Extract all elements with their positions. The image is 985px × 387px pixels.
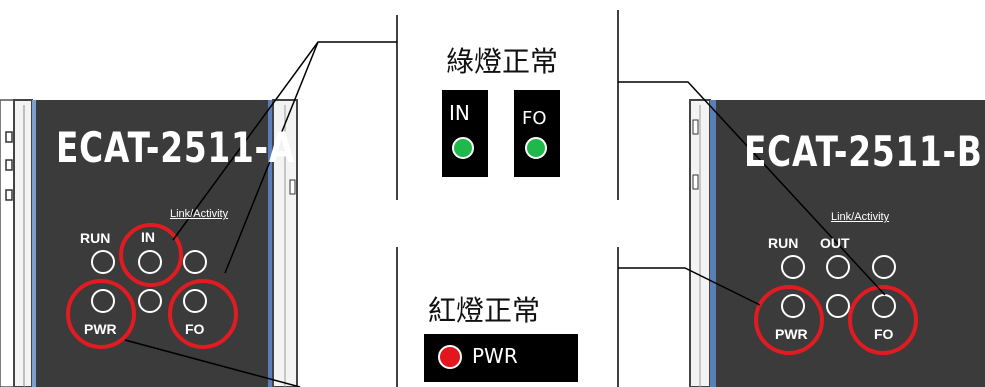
leader-b-pwr [618, 267, 761, 306]
module-a-title: ECAT-2511-A [56, 123, 296, 172]
module-b-led-5 [826, 294, 850, 318]
module-b-led-3 [872, 255, 896, 279]
leader-lines [124, 41, 886, 387]
module-a-in-label: IN [141, 229, 155, 245]
module-a-clip-3 [5, 189, 13, 201]
module-a-pwr-label: PWR [84, 321, 117, 337]
module-b-pwr-label: PWR [775, 326, 808, 342]
module-a-rail [13, 99, 33, 387]
module-b-edge-left [710, 100, 716, 387]
legend-green-fo-label: FO [522, 108, 547, 129]
leader-a-fo [224, 41, 319, 274]
module-a-led-fo [183, 289, 207, 313]
module-a-clip-right [289, 179, 296, 195]
module-a-rail-outer [0, 99, 15, 387]
module-b-link-activity-label: Link/Activity [831, 211, 890, 223]
module-a-led-5 [138, 289, 162, 313]
module-b-clip-left-2 [692, 174, 699, 190]
module-a-edge-blue [32, 100, 36, 387]
module-b-fo-label: FO [874, 326, 894, 342]
module-a-led-in [138, 250, 162, 274]
module-a-panel [36, 100, 272, 387]
module-b-out-label: OUT [820, 235, 850, 251]
module-b-clip-left-1 [692, 119, 699, 135]
module-a-led-run [91, 250, 115, 274]
legend-red-pwr-label: PWR [472, 344, 518, 368]
module-a-link-activity-label: Link/Activity [170, 208, 229, 220]
module-a-clip-1 [5, 131, 13, 143]
module-b-led-run [781, 255, 805, 279]
module-b-highlight-pwr [754, 285, 824, 355]
module-a-highlight-fo [168, 279, 238, 349]
legend-red-led-pwr [438, 345, 462, 369]
legend-green-in-label: IN [449, 101, 470, 125]
module-a [0, 99, 298, 387]
module-a-clip-2 [5, 159, 13, 171]
module-a-highlight-pwr [66, 279, 136, 349]
legend-red-caption: 紅燈正常 [428, 294, 541, 327]
leader-a-pwr [124, 339, 301, 387]
module-a-fo-label: FO [185, 321, 205, 337]
module-b [689, 99, 985, 387]
module-b-highlight-fo [848, 285, 918, 355]
module-a-edge-right [268, 100, 273, 387]
module-a-led-3 [183, 250, 207, 274]
module-b-run-label: RUN [768, 235, 799, 251]
module-b-led-pwr [781, 294, 805, 318]
legend-green-badge-fo [514, 90, 560, 177]
module-a-run-label: RUN [80, 230, 111, 246]
leader-b-fo [618, 81, 886, 296]
legend-green-caption: 綠燈正常 [446, 45, 559, 78]
legend-green-badge-in [442, 90, 488, 177]
module-a-led-pwr [91, 289, 115, 313]
module-a-highlight-in [119, 223, 183, 287]
legend-green-led-in [452, 137, 474, 159]
legend-green-led-fo [525, 137, 547, 159]
module-b-title: ECAT-2511-B [744, 127, 983, 176]
module-b-led-out [826, 255, 850, 279]
